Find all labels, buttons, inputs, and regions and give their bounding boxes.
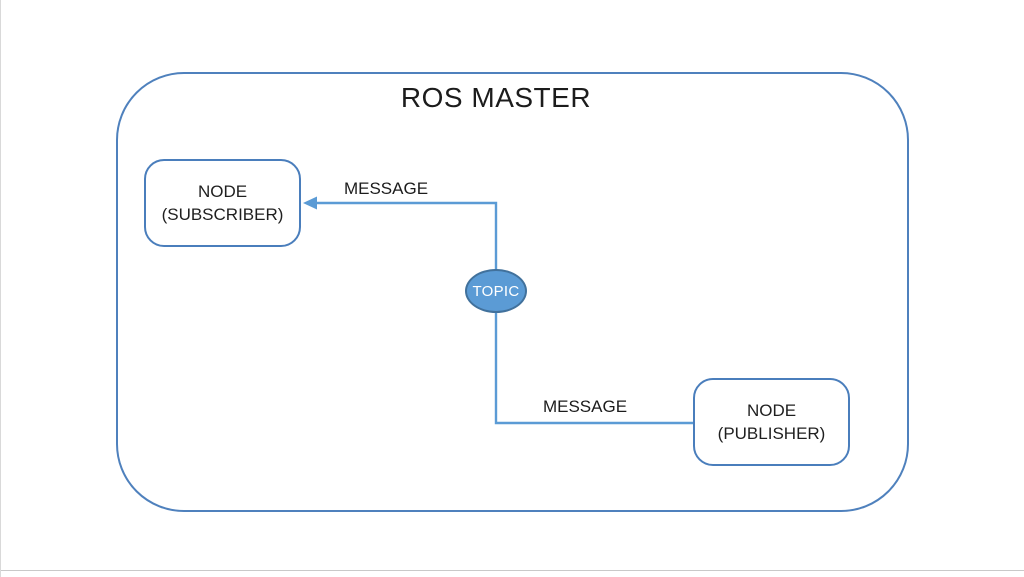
node-subscriber-label-line2: (SUBSCRIBER) — [161, 205, 284, 224]
node-topic: TOPIC — [465, 269, 527, 313]
edge-label-message-publisher: MESSAGE — [542, 397, 628, 416]
ros-master-frame — [116, 72, 909, 512]
page-bottom-divider — [1, 570, 1024, 571]
node-publisher-label-line2: (PUBLISHER) — [717, 424, 826, 443]
node-subscriber: NODE (SUBSCRIBER) — [144, 159, 301, 247]
edge-label-message-subscriber: MESSAGE — [343, 179, 429, 198]
node-topic-label: TOPIC — [472, 282, 520, 300]
diagram-title: ROS MASTER — [400, 82, 592, 113]
node-publisher-label-line1: NODE — [746, 401, 797, 420]
node-publisher: NODE (PUBLISHER) — [693, 378, 850, 466]
node-subscriber-label-line1: NODE — [197, 182, 248, 201]
